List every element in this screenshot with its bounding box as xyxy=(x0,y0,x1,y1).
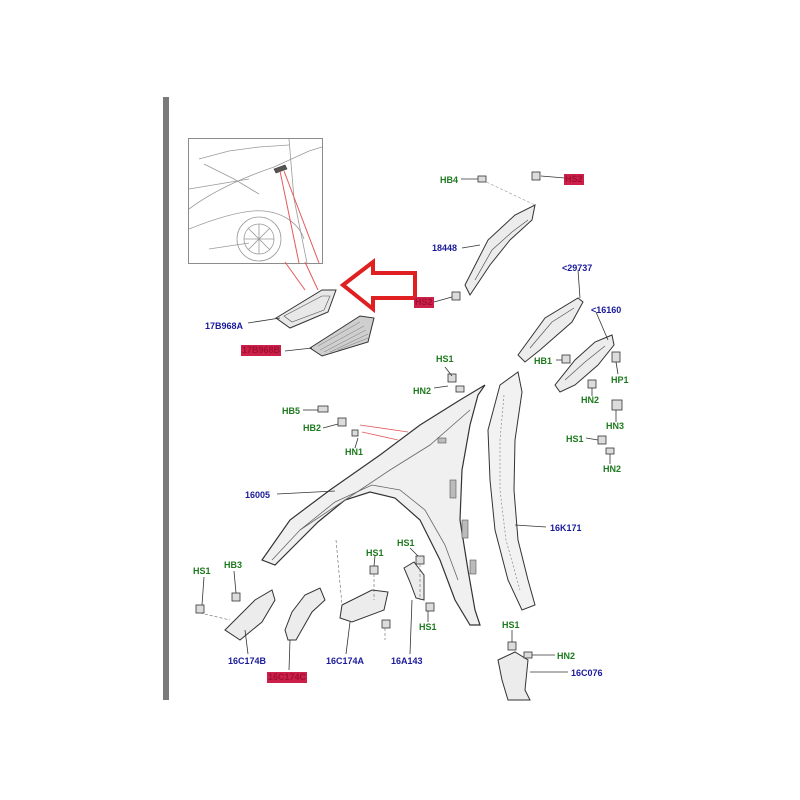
callout-arrow xyxy=(339,257,417,314)
fender-16005 xyxy=(261,384,486,626)
label-29737: <29737 xyxy=(562,263,593,273)
label-16c076: 16C076 xyxy=(571,668,603,678)
label-hs2-top: HS2 xyxy=(564,174,584,185)
label-hs1-f: HS1 xyxy=(193,566,211,576)
bracket-16160 xyxy=(554,334,615,393)
label-16k171: 16K171 xyxy=(550,523,582,533)
label-hn2-a: HN2 xyxy=(413,386,432,396)
label-hb4: HB4 xyxy=(440,175,459,185)
page-margin-bar xyxy=(163,97,169,700)
label-16a143: 16A143 xyxy=(391,656,423,666)
upper-bracket-18448 xyxy=(464,179,536,296)
label-hs1-b: HS1 xyxy=(566,434,584,444)
label-hb5: HB5 xyxy=(282,406,301,416)
label-hn1: HN1 xyxy=(345,447,364,457)
label-16005: 16005 xyxy=(245,490,271,500)
inset-leader-lines xyxy=(284,261,319,291)
vehicle-side-sketch xyxy=(188,138,323,264)
label-hs2-mid: HS2 xyxy=(414,297,434,308)
fender-vent-lower xyxy=(309,315,375,357)
label-16c174b: 16C174B xyxy=(228,656,267,666)
label-hb1: HB1 xyxy=(534,356,553,366)
label-16c174a: 16C174A xyxy=(326,656,365,666)
label-hn3: HN3 xyxy=(606,421,625,431)
label-17b968b: 17B968B xyxy=(241,345,282,356)
label-hs1-e: HS1 xyxy=(419,622,437,632)
label-hs1-g: HS1 xyxy=(502,620,520,630)
bracket-16a143 xyxy=(403,561,425,601)
bracket-16c174c xyxy=(284,587,326,641)
label-18448: 18448 xyxy=(432,243,458,253)
label-16c174c: 16C174C xyxy=(267,672,308,683)
bracket-16c076 xyxy=(497,651,531,701)
inset-vehicle-view xyxy=(188,138,323,264)
label-hb3: HB3 xyxy=(224,560,243,570)
inset-vent-highlight xyxy=(273,164,288,174)
label-hn2-b: HN2 xyxy=(581,395,600,405)
label-16160: <16160 xyxy=(591,305,622,315)
label-hn2-d: HN2 xyxy=(557,651,576,661)
label-hp1: HP1 xyxy=(611,375,629,385)
label-hs1-c: HS1 xyxy=(366,548,384,558)
fender-vent-upper xyxy=(275,289,337,329)
leader-lines xyxy=(201,175,619,673)
label-17b968a: 17B968A xyxy=(205,321,244,331)
red-leader-lines xyxy=(359,424,409,441)
dashed-assembly-lines xyxy=(199,539,421,640)
label-hb2: HB2 xyxy=(303,423,322,433)
bracket-16c174a xyxy=(339,589,389,623)
bracket-29737 xyxy=(517,297,584,363)
fasteners xyxy=(195,171,623,659)
label-hn2-c: HN2 xyxy=(603,464,622,474)
label-hs1-a: HS1 xyxy=(436,354,454,364)
bracket-16c174b xyxy=(224,589,276,641)
label-hs1-d: HS1 xyxy=(397,538,415,548)
liner-16k171 xyxy=(487,371,536,611)
